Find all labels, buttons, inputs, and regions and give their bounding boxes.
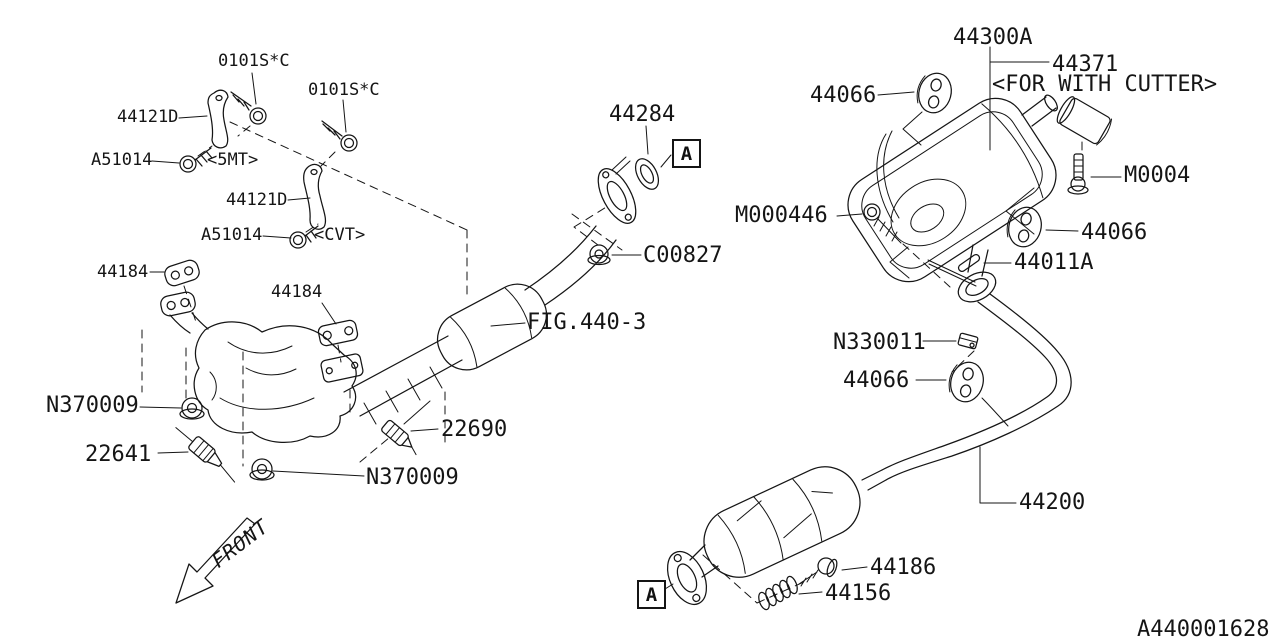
front-flange xyxy=(666,551,708,605)
part-label-44066-right: 44066 xyxy=(1081,220,1148,245)
part-label-44184-left: 44184 xyxy=(97,262,149,282)
bolt-m000446-shape xyxy=(863,203,902,244)
part-label-n370009-center: N370009 xyxy=(366,465,459,490)
sensor-22641-shape xyxy=(175,427,236,483)
part-label-44300a: 44300A xyxy=(953,25,1033,50)
gasket-44011a-shape xyxy=(957,253,981,273)
muffler xyxy=(847,94,1058,303)
part-label-n330011: N330011 xyxy=(833,330,926,355)
front-pipe xyxy=(436,156,637,371)
nut-c00827-shape xyxy=(587,244,611,266)
cutter-44371-shape xyxy=(1056,96,1113,146)
part-label-44156: 44156 xyxy=(825,581,892,606)
hanger-44066-right-shape xyxy=(1006,206,1042,248)
part-label-44121d-5mt: 44121D xyxy=(117,107,179,127)
part-label-44186: 44186 xyxy=(870,555,937,580)
part-label-44200: 44200 xyxy=(1019,490,1086,515)
gasket-44284-ring xyxy=(634,158,660,190)
variant-note-for-with-cutter: <FOR WITH CUTTER> xyxy=(992,72,1218,97)
part-label-44284: 44284 xyxy=(609,102,676,127)
variant-note-cvt: <CVT> xyxy=(314,225,366,245)
part-label-0101sc-5mt: 0101S*C xyxy=(218,51,290,71)
bolt-0101sc-cvt-shape xyxy=(321,120,358,152)
spring-44156-shape xyxy=(758,575,798,611)
part-label-22690: 22690 xyxy=(441,417,508,442)
bolt-44186-shape xyxy=(798,557,838,587)
sensor-22690-shape xyxy=(381,400,431,456)
part-label-44371: 44371 xyxy=(1052,52,1119,77)
part-label-44121d-cvt: 44121D xyxy=(226,190,288,210)
middle-pipe xyxy=(881,293,1072,481)
figure-reference-label: FIG.440-3 xyxy=(527,310,647,335)
nut-n370009-center-shape xyxy=(249,458,275,481)
part-label-44066-lower: 44066 xyxy=(843,368,910,393)
manifold-assembly xyxy=(160,259,463,444)
front-arrow xyxy=(175,517,256,604)
hanger-44066-top-shape xyxy=(916,72,952,114)
part-label-n370009-left: N370009 xyxy=(46,393,139,418)
hanger-44066-lower-shape xyxy=(948,361,984,403)
clamp-n330011-shape xyxy=(957,332,979,350)
view-marker-a-bottom: A xyxy=(637,580,666,609)
part-label-0101sc-cvt: 0101S*C xyxy=(308,80,380,100)
view-marker-a-top: A xyxy=(672,139,701,168)
bolt-a51014-cvt-shape xyxy=(289,225,319,249)
bracket-44121d-cvt-shape xyxy=(303,163,327,230)
part-label-44066-top: 44066 xyxy=(810,83,877,108)
part-label-44184-center: 44184 xyxy=(271,282,323,302)
bolt-a51014-5mt-shape xyxy=(179,147,213,173)
part-label-c00827: C00827 xyxy=(643,243,723,268)
bracket-44121d-5mt-shape xyxy=(207,89,229,149)
bolt-0101sc-5mt-shape xyxy=(230,91,267,125)
bolt-m0004-shape xyxy=(1067,153,1089,195)
part-label-a51014-5mt: A51014 xyxy=(91,150,153,170)
part-label-22641: 22641 xyxy=(85,442,152,467)
drawing-code: A440001628 xyxy=(1137,617,1270,640)
part-label-a51014-cvt: A51014 xyxy=(201,225,263,245)
part-label-m000446: M000446 xyxy=(735,203,828,228)
part-label-44011a: 44011A xyxy=(1014,250,1094,275)
variant-note-5mt: <5MT> xyxy=(207,150,259,170)
part-label-m0004: M0004 xyxy=(1124,163,1191,188)
nut-n370009-left-shape xyxy=(179,397,205,420)
